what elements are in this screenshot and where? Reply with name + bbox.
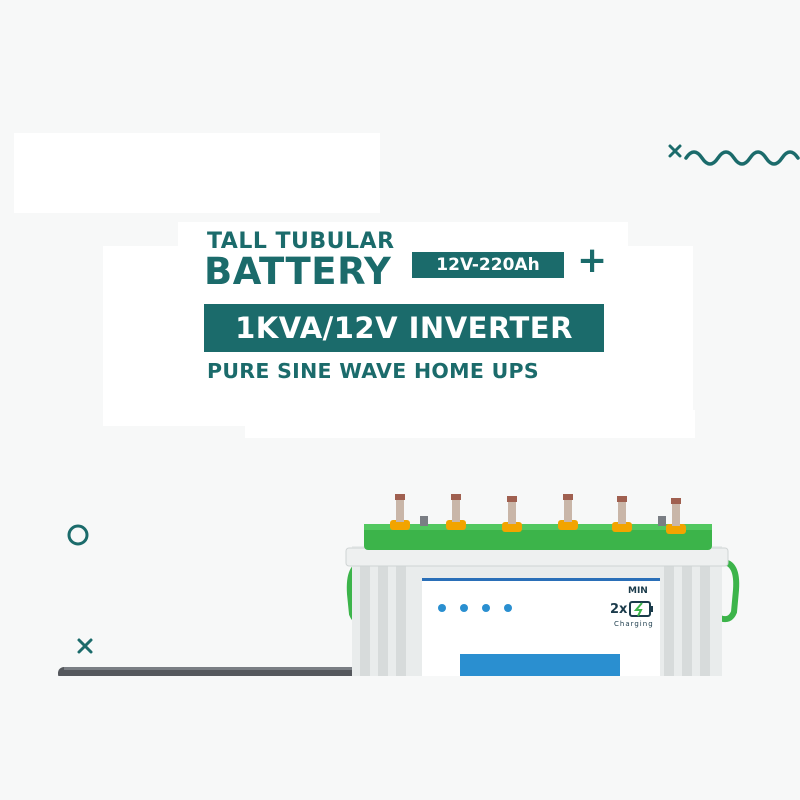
plus-sign: + <box>577 240 608 281</box>
wave-decoration-icon <box>668 144 800 166</box>
charge-multiplier: 2x <box>610 602 628 617</box>
tagline: PURE SINE WAVE HOME UPS <box>207 359 539 383</box>
inverter-banner: 1KVA/12V INVERTER <box>204 304 604 352</box>
bottom-strip <box>0 676 800 800</box>
battery-label-corner: MIN <box>628 586 648 596</box>
headline-line1: TALL TUBULAR <box>207 229 395 254</box>
battery-image <box>345 494 740 680</box>
charge-word: Charging <box>614 620 654 628</box>
cross-icon <box>77 638 93 654</box>
battery-charge-icon <box>629 601 653 617</box>
headline-panel-top <box>178 222 628 252</box>
headline-panel-bottom <box>245 410 695 438</box>
circle-icon <box>67 524 89 546</box>
spec-badge: 12V-220Ah <box>412 252 564 278</box>
top-left-panel <box>14 133 380 213</box>
headline-line2: BATTERY <box>204 250 392 293</box>
